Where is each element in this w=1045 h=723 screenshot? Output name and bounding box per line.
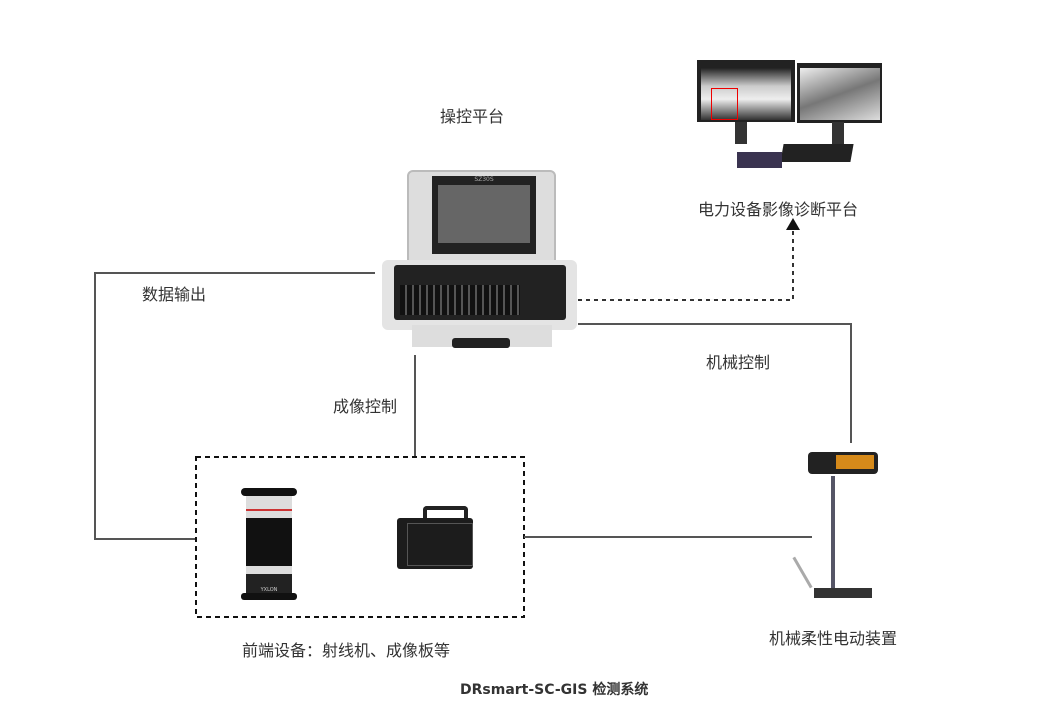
arrow-up-icon [786, 218, 800, 230]
mechanical-control-line [578, 323, 852, 443]
console-model-text: SZ30S [474, 176, 494, 183]
xray-brand-text: YXLON [260, 587, 278, 593]
diagnosis-platform-image [697, 60, 887, 168]
label-diagnosis-platform: 电力设备影像诊断平台 [698, 200, 859, 219]
data-output-line [94, 272, 375, 540]
label-data-output: 数据输出 [142, 285, 207, 304]
xray-machine-image: YXLON [241, 488, 297, 600]
label-imaging-control: 成像控制 [333, 397, 398, 416]
imaging-plate-image [397, 506, 473, 569]
label-motorized-device: 机械柔性电动装置 [769, 629, 898, 648]
motorized-stand-image [792, 440, 881, 610]
control-console-image: SZ30S [372, 160, 582, 353]
label-front-end: 前端设备：射线机、成像板等 [242, 641, 451, 660]
diagram-caption: DRsmart-SC-GIS 检测系统 [460, 682, 649, 698]
dashed-link-to-diagnosis [578, 228, 794, 301]
label-control-platform: 操控平台 [440, 107, 505, 126]
label-mechanical-control: 机械控制 [706, 353, 771, 372]
